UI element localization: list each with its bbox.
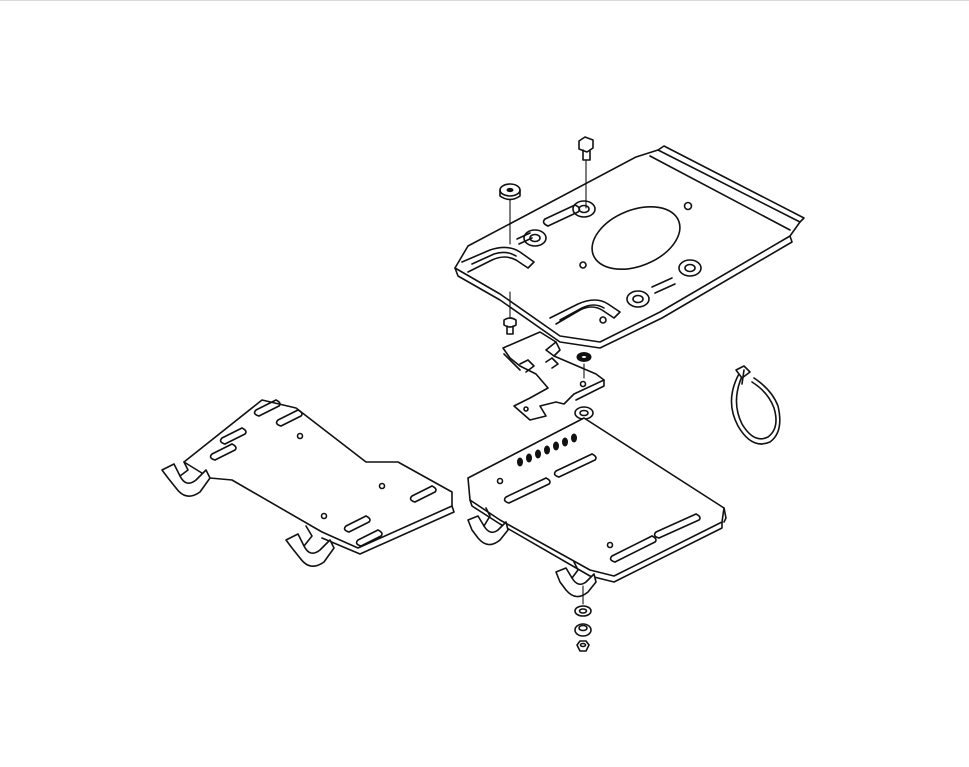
cable-tie bbox=[730, 365, 781, 445]
alternate-base-plate bbox=[161, 399, 455, 567]
small-screw bbox=[503, 291, 517, 335]
middle-bracket bbox=[502, 331, 605, 421]
hex-bolt-top bbox=[578, 136, 594, 209]
top-mounting-plate bbox=[454, 145, 805, 349]
spacer-washer-top bbox=[499, 183, 521, 245]
lower-base-plate bbox=[467, 417, 727, 598]
top-border bbox=[0, 0, 969, 1]
flat-washer-mid bbox=[574, 363, 594, 441]
hardware-stack-bottom bbox=[574, 585, 592, 652]
lock-washer-mid bbox=[576, 352, 592, 362]
